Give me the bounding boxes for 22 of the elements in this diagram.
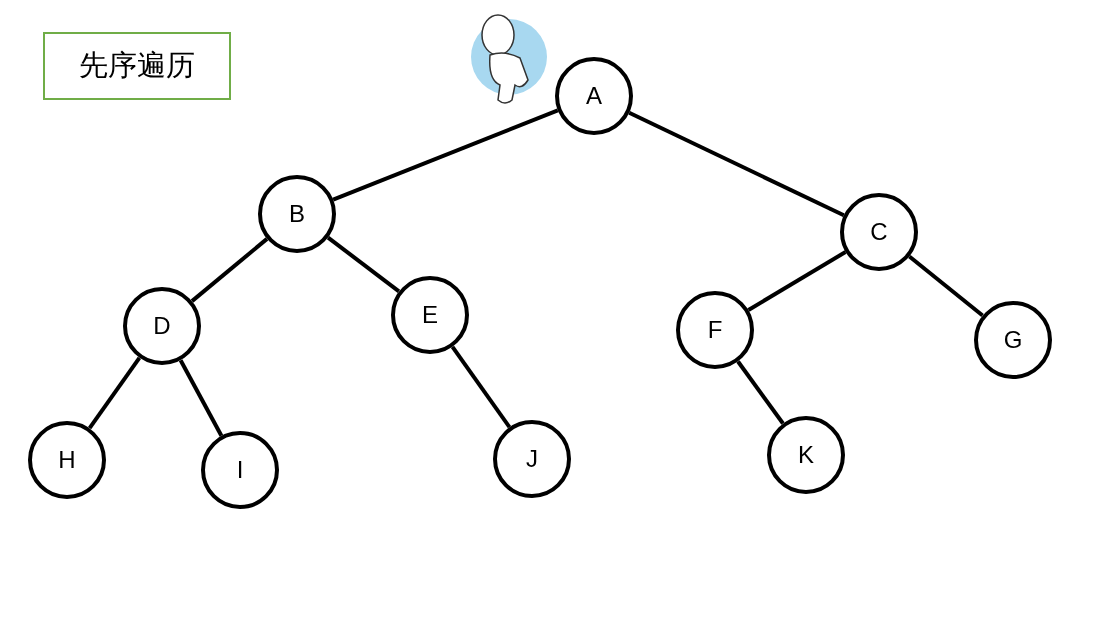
- tree-node-circle: D: [123, 287, 201, 365]
- tree-edge: [178, 359, 224, 437]
- tree-node-circle: I: [201, 431, 279, 509]
- tree-edge: [326, 236, 401, 293]
- tree-edge: [736, 360, 785, 425]
- tree-node-circle: G: [974, 301, 1052, 379]
- tree-node-circle: B: [258, 175, 336, 253]
- tree-edge: [747, 250, 847, 312]
- tree-edge: [87, 356, 142, 430]
- tree-node-circle: A: [555, 57, 633, 135]
- tree-node-circle: K: [767, 416, 845, 494]
- tree-node-circle: J: [493, 420, 571, 498]
- title-box: 先序遍历: [43, 32, 231, 100]
- tree-node-circle: C: [840, 193, 918, 271]
- tree-edge: [332, 108, 559, 202]
- tree-node-circle: H: [28, 421, 106, 499]
- tree-edge: [628, 111, 845, 217]
- tree-edge: [190, 237, 269, 303]
- tree-edge: [908, 254, 984, 318]
- tree-node-circle: F: [676, 291, 754, 369]
- tree-node-circle: E: [391, 276, 469, 354]
- tree-edge: [450, 345, 512, 429]
